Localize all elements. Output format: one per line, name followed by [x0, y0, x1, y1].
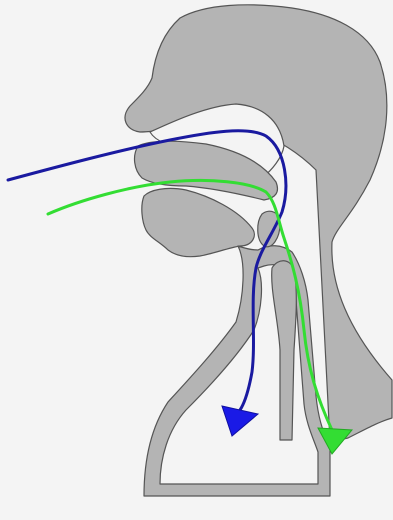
tongue-jaw	[142, 188, 255, 256]
